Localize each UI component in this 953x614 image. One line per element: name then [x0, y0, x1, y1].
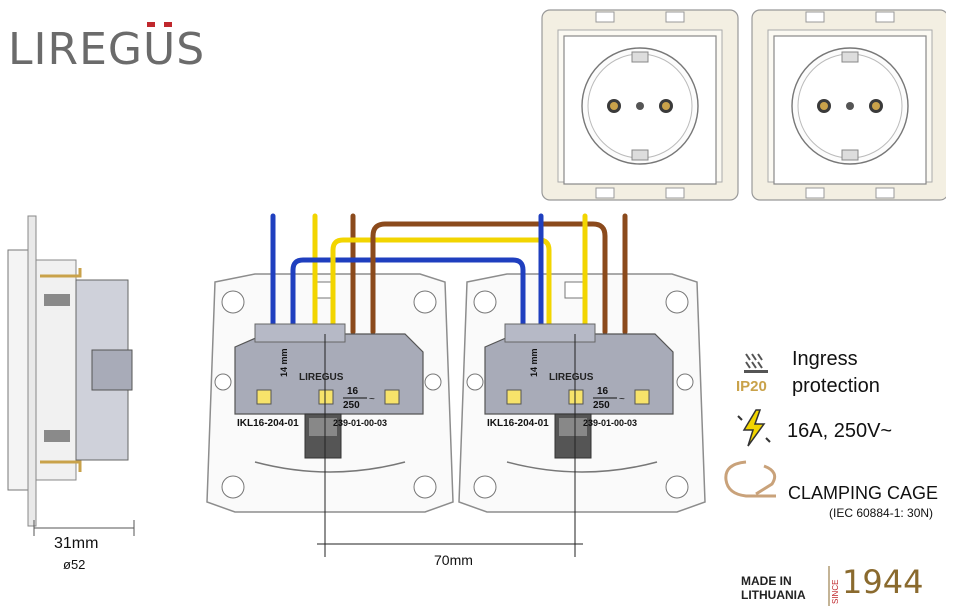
wiring-diagram: 14 mm LIREGUS 16 250 ~ IKL16-204-01 239-…: [206, 213, 706, 557]
clamping-cage-icon: [724, 460, 777, 498]
module-left-code-right: 239-01-00-03: [333, 418, 387, 428]
logo-text: LIREGUS: [8, 22, 206, 75]
rating-text: 16A, 250V~: [787, 420, 893, 442]
since-label: SINCE: [828, 566, 840, 606]
terminal-module-left: 14 mm LIREGUS 16 250 ~ IKL16-204-01 239-…: [234, 323, 424, 459]
socket-front-left: [541, 9, 739, 201]
module-right-code-left: IKL16-204-01: [487, 418, 549, 429]
diameter-dimension: ø52: [63, 557, 86, 572]
spacing-dimension: 70mm: [434, 552, 473, 568]
wire-yellow-bridge: [330, 237, 552, 335]
made-in-line-2: LITHUANIA: [741, 588, 806, 602]
module-left-rating-top: 16: [347, 386, 359, 397]
ingress-protection-icon: [740, 350, 776, 396]
clamping-cage-title: CLAMPING CAGE: [788, 483, 939, 503]
ingress-line-1: Ingress: [792, 348, 858, 370]
since-text: SINCE: [831, 580, 840, 604]
ip-rating-badge: IP20: [736, 378, 767, 395]
module-right-rating-sym: ~: [619, 394, 625, 405]
lightning-bolt-icon: [737, 409, 771, 447]
socket-front-right: [751, 9, 946, 201]
module-right-code-right: 239-01-00-03: [583, 418, 637, 428]
module-left-strip: 14 mm: [279, 348, 289, 377]
module-right-rating-top: 16: [597, 386, 609, 397]
module-left-rating-sym: ~: [369, 394, 375, 405]
side-profile-view: [7, 215, 135, 536]
since-year: 1944: [842, 563, 924, 601]
ingress-line-2: protection: [792, 375, 880, 397]
socket-front-views: [541, 9, 946, 201]
module-left-code-left: IKL16-204-01: [237, 418, 299, 429]
wire-blue-bridge: [290, 257, 526, 335]
logo-accent-letter: U: [142, 22, 177, 75]
module-right-strip: 14 mm: [529, 348, 539, 377]
clamping-standard: (IEC 60884-1: 30N): [829, 506, 934, 520]
module-right-rating-bottom: 250: [593, 400, 610, 411]
wire-brown-bridge: [370, 221, 608, 335]
module-left-rating-bottom: 250: [343, 400, 360, 411]
brand-logo: LIREGUS: [8, 22, 205, 72]
module-right-brand: LIREGUS: [549, 372, 594, 383]
module-left-brand: LIREGUS: [299, 372, 344, 383]
made-in-line-1: MADE IN: [741, 574, 792, 588]
wires: [270, 213, 628, 335]
depth-dimension: 31mm: [54, 535, 99, 552]
terminal-module-right: 14 mm LIREGUS 16 250 ~ IKL16-204-01 239-…: [484, 323, 674, 459]
made-in-label: MADE IN LITHUANIA: [741, 574, 806, 602]
